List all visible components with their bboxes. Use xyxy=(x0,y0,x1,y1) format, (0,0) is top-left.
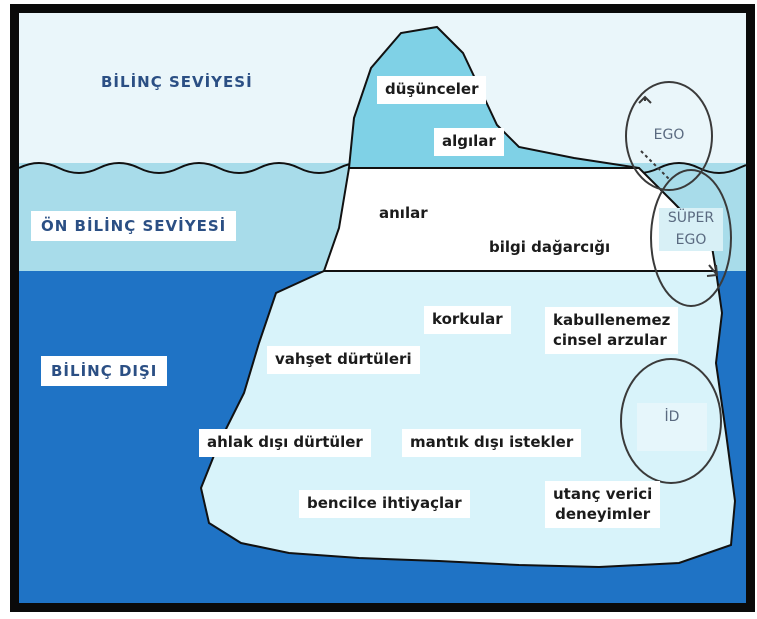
item-shameful-line1: utanç verici xyxy=(553,485,653,503)
level-conscious: BİLİNÇ SEVİYESİ xyxy=(101,73,253,91)
level-unconscious: BİLİNÇ DIŞI xyxy=(41,356,168,386)
item-selfish-needs: bencilce ihtiyaçlar xyxy=(299,490,470,518)
item-irrational-wishes: mantık dışı istekler xyxy=(402,429,582,457)
diagram-frame: BİLİNÇ SEVİYESİ ÖN BİLİNÇ SEVİYESİ BİLİN… xyxy=(10,4,755,612)
item-shameful-experiences: utanç verici deneyimler xyxy=(545,481,661,528)
item-memories: anılar xyxy=(371,200,436,228)
structure-ego: EGO xyxy=(653,127,685,143)
superego-circle xyxy=(650,169,732,307)
ego-circle xyxy=(625,81,713,191)
structure-superego: SÜPER EGO xyxy=(659,208,723,252)
structure-id: İD xyxy=(637,403,707,451)
structure-superego-line1: SÜPER xyxy=(667,210,715,226)
item-perceptions: algılar xyxy=(434,128,504,156)
level-preconscious: ÖN BİLİNÇ SEVİYESİ xyxy=(31,211,237,241)
item-thoughts: düşünceler xyxy=(377,76,487,104)
item-knowledge: bilgi dağarcığı xyxy=(481,234,619,262)
item-violent-urges: vahşet dürtüleri xyxy=(267,346,420,374)
iceberg-tip xyxy=(347,25,640,169)
superego-arrow xyxy=(706,264,719,277)
item-shameful-line2: deneyimler xyxy=(555,504,651,523)
item-unacceptable-line1: kabullenemez xyxy=(553,311,671,329)
ego-arrow xyxy=(638,95,652,104)
item-immoral-urges: ahlak dışı dürtüler xyxy=(199,429,371,457)
id-circle xyxy=(620,358,722,484)
item-fears: korkular xyxy=(424,306,511,334)
item-unacceptable-line2: cinsel arzular xyxy=(553,330,667,349)
item-unacceptable-sexual-desires: kabullenemez cinsel arzular xyxy=(545,307,679,354)
structure-superego-line2: EGO xyxy=(675,231,707,248)
dashed-connector xyxy=(640,150,670,180)
